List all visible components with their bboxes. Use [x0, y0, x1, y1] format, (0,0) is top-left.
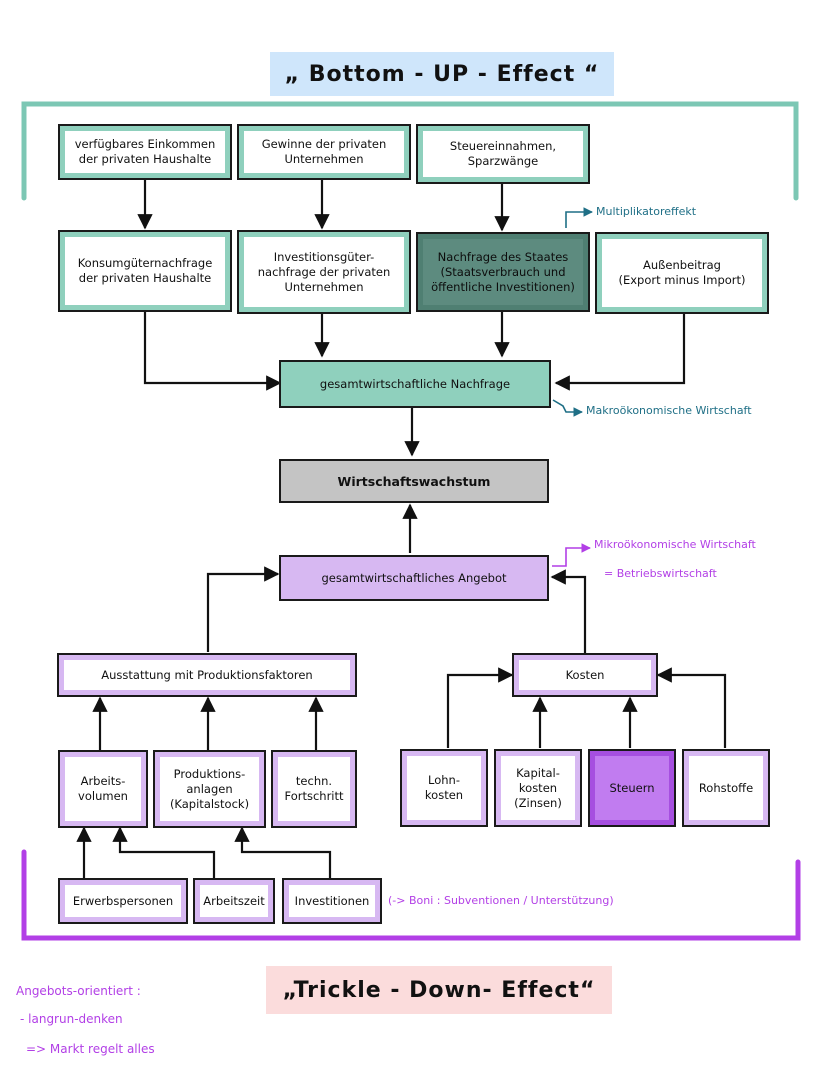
note-macroeconomics: Makroökonomische Wirtschaft [586, 404, 752, 417]
source-tax-revenue-label: Steuereinnahmen, Sparzwänge [423, 131, 583, 177]
input-working-hours: Arbeitszeit [193, 878, 275, 924]
source-company-profits: Gewinne der privaten Unternehmen [237, 124, 411, 180]
bottom-up-title: „ Bottom - UP - Effect “ [284, 61, 600, 87]
component-consumer-demand: Konsumgüternachfrage der privaten Hausha… [58, 230, 232, 312]
aggregate-supply-label: gesamtwirtschaftliches Angebot [286, 562, 542, 594]
trickle-down-banner: „Trickle - Down- Effect“ [266, 966, 612, 1014]
component-net-exports: Außenbeitrag (Export minus Import) [595, 232, 769, 314]
cost-capital: Kapital- kosten (Zinsen) [494, 749, 582, 827]
factor-capital-stock-label: Produktions- anlagen (Kapitalstock) [160, 757, 259, 821]
source-disposable-income: verfügbares Einkommen der privaten Haush… [58, 124, 232, 180]
cost-taxes: Steuern [588, 749, 676, 827]
cost-raw-materials-label: Rohstoffe [689, 756, 763, 820]
factor-endowment-label: Ausstattung mit Produktionsfaktoren [64, 660, 350, 690]
economic-growth: Wirtschaftswachstum [279, 459, 549, 503]
input-workforce-label: Erwerbspersonen [65, 885, 181, 917]
trickle-down-title: „Trickle - Down- Effect“ [282, 977, 596, 1003]
cost-taxes-label: Steuern [595, 756, 669, 820]
bottom-up-banner: „ Bottom - UP - Effect “ [270, 52, 614, 96]
cost-raw-materials: Rohstoffe [682, 749, 770, 827]
component-investment-demand-label: Investitionsgüter- nachfrage der private… [244, 237, 404, 307]
source-company-profits-label: Gewinne der privaten Unternehmen [244, 131, 404, 173]
component-consumer-demand-label: Konsumgüternachfrage der privaten Hausha… [65, 237, 225, 305]
supply-note-3: => Markt regelt alles [26, 1042, 155, 1056]
cost-wages: Lohn- kosten [400, 749, 488, 827]
aggregate-demand-label: gesamtwirtschaftliche Nachfrage [286, 367, 544, 401]
factor-tech-progress-label: techn. Fortschritt [278, 757, 350, 821]
component-state-demand-label: Nachfrage des Staates (Staatsverbrauch u… [423, 239, 583, 305]
source-disposable-income-label: verfügbares Einkommen der privaten Haush… [65, 131, 225, 173]
costs: Kosten [512, 653, 658, 697]
component-investment-demand: Investitionsgüter- nachfrage der private… [237, 230, 411, 314]
factor-endowment: Ausstattung mit Produktionsfaktoren [57, 653, 357, 697]
note-business-economics: = Betriebswirtschaft [604, 567, 717, 580]
input-working-hours-label: Arbeitszeit [200, 885, 268, 917]
factor-labor-volume-label: Arbeits- volumen [65, 757, 141, 821]
trickle-down-frame [21, 849, 801, 941]
bottom-up-frame [21, 101, 799, 201]
factor-labor-volume: Arbeits- volumen [58, 750, 148, 828]
note-bonus: (-> Boni : Subventionen / Unterstützung) [388, 894, 614, 907]
aggregate-supply: gesamtwirtschaftliches Angebot [279, 555, 549, 601]
economic-growth-label: Wirtschaftswachstum [337, 473, 491, 489]
factor-capital-stock: Produktions- anlagen (Kapitalstock) [153, 750, 266, 828]
costs-label: Kosten [519, 660, 651, 690]
note-microeconomics: Mikroökonomische Wirtschaft [594, 538, 756, 551]
cost-wages-label: Lohn- kosten [407, 756, 481, 820]
input-workforce: Erwerbspersonen [58, 878, 188, 924]
input-investments: Investitionen [282, 878, 382, 924]
factor-tech-progress: techn. Fortschritt [271, 750, 357, 828]
cost-capital-label: Kapital- kosten (Zinsen) [501, 756, 575, 820]
supply-note-2: - langrun-denken [20, 1012, 123, 1026]
component-net-exports-label: Außenbeitrag (Export minus Import) [602, 239, 762, 307]
supply-note-1: Angebots-orientiert : [16, 984, 141, 998]
input-investments-label: Investitionen [289, 885, 375, 917]
source-tax-revenue: Steuereinnahmen, Sparzwänge [416, 124, 590, 184]
note-multiplier: Multiplikatoreffekt [596, 205, 697, 218]
component-state-demand: Nachfrage des Staates (Staatsverbrauch u… [416, 232, 590, 312]
aggregate-demand: gesamtwirtschaftliche Nachfrage [279, 360, 551, 408]
